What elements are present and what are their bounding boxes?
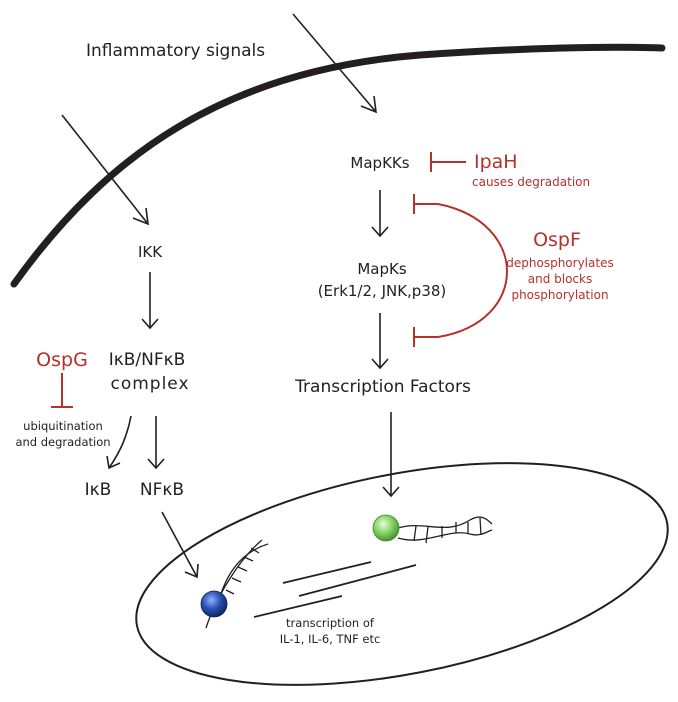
arrow-complex-to-ikb bbox=[106, 415, 132, 470]
complex-label-line2: complex bbox=[110, 374, 189, 394]
transcripts bbox=[253, 561, 417, 618]
ospf-note-line3: phosphorylation bbox=[511, 288, 608, 302]
transcription-factors-label: Transcription Factors bbox=[294, 377, 471, 397]
ipah-note: causes degradation bbox=[472, 175, 590, 189]
ospg-note-line1: ubiquitination bbox=[23, 419, 103, 433]
mapkks-label: MapKKs bbox=[350, 154, 409, 172]
arrow-nfkb-to-nucleus bbox=[161, 511, 199, 579]
ospg-inhibition bbox=[51, 373, 73, 408]
arrow-complex-to-nfkb bbox=[147, 416, 165, 470]
nucleus-note-line1: transcription of bbox=[286, 616, 375, 630]
ikb-label: IκB bbox=[85, 480, 112, 500]
ipah-inhibition bbox=[430, 152, 466, 172]
mapks-label-line1: MapKs bbox=[357, 260, 406, 278]
ipah-label: IpaH bbox=[474, 151, 518, 173]
nucleus-note-line2: IL-1, IL-6, TNF etc bbox=[280, 632, 381, 646]
blue-nucleosome bbox=[200, 590, 228, 618]
cell-membrane bbox=[10, 43, 666, 288]
ikk-label: IKK bbox=[138, 243, 163, 261]
arrow-ikk-to-complex bbox=[141, 272, 159, 330]
green-nucleosome bbox=[372, 514, 400, 542]
inflammatory-signals-label: Inflammatory signals bbox=[86, 41, 265, 61]
nucleus bbox=[135, 462, 669, 686]
dna-helix-right bbox=[397, 516, 493, 544]
signal-arrow-right bbox=[292, 13, 377, 114]
signal-arrow-left bbox=[61, 114, 149, 226]
ospf-note-line1: dephosphorylates bbox=[506, 256, 613, 270]
complex-label-line1: IκB/NFκB bbox=[109, 350, 186, 370]
arrow-mapks-to-tf bbox=[371, 313, 389, 370]
mapks-label-line2: (Erk1/2, JNK,p38) bbox=[318, 282, 447, 300]
ospf-label: OspF bbox=[533, 229, 581, 251]
ospf-inhibition bbox=[413, 194, 508, 347]
arrow-mapkks-to-mapks bbox=[371, 190, 389, 238]
nfkb-label: NFκB bbox=[140, 480, 184, 500]
dna-helix-left bbox=[205, 539, 269, 629]
ospg-label: OspG bbox=[36, 349, 88, 371]
ospf-note-line2: and blocks bbox=[528, 272, 592, 286]
arrow-tf-to-nucleus bbox=[382, 412, 400, 498]
ospg-note-line2: and degradation bbox=[15, 435, 110, 449]
